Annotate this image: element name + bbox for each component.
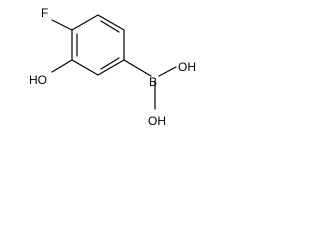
molecule-diagram: F HO B OH OH <box>0 0 210 138</box>
ring-double-bond-inner-top <box>100 20 120 33</box>
ring-bond-c1-c2 <box>71 14 99 31</box>
ring-bond-c2-c3 <box>97 14 125 31</box>
boron-label: B <box>149 75 157 89</box>
bond-to-boron <box>123 59 152 77</box>
ring-bond-c4-c5 <box>97 59 125 76</box>
bond-to-hydroxyl <box>51 59 73 73</box>
fluorine-label: F <box>41 6 48 20</box>
boron-oh-top-label: OH <box>178 60 196 74</box>
hydroxyl-label: HO <box>29 73 47 87</box>
ring-bond-c5-c6 <box>71 59 99 76</box>
structure-svg: F HO B OH OH <box>29 6 196 128</box>
boron-oh-bottom-label: OH <box>148 114 166 128</box>
bond-to-fluorine <box>51 19 73 31</box>
ring-double-bond-inner-bottom <box>100 57 120 70</box>
bond-boron-to-oh-top <box>158 66 177 77</box>
